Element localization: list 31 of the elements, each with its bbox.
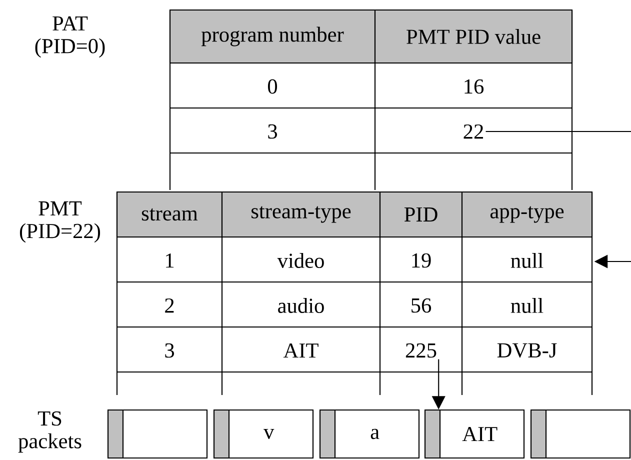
packet-box: AIT [424,409,525,459]
table-cell: AIT [283,343,318,358]
packet-box [107,409,208,459]
table-cell: DVB-J [497,343,557,358]
table-cell: 3 [268,124,277,139]
header-cell: program number [169,9,376,64]
table-cell: null [510,253,544,268]
table-cell: 2 [165,298,174,313]
table-cell: audio [278,298,324,313]
header-cell: PID [379,191,463,238]
table-heading: PMT (PID=22) [20,201,100,243]
header-cell: stream-type [221,191,381,238]
table-cell: 0 [268,79,278,94]
table-cell: 3 [165,343,174,358]
header-cell: PMT PID value [374,9,573,64]
table-cell: video [277,253,324,268]
table-cell: null [510,298,544,313]
table-cell: 225 [406,343,436,358]
table-cell: 22 [464,124,483,139]
table-heading: PAT (PID=0) [35,16,105,58]
packet-box: v [213,409,314,459]
row-label: TS packets [18,411,82,453]
table-cell: 1 [166,253,174,268]
packet-box [530,409,631,459]
packet-box: a [319,409,420,459]
arrow [486,130,631,268]
header-cell: app-type [461,191,593,238]
header-cell: stream [116,191,223,238]
table-cell: 19 [412,253,431,268]
table-cell: 56 [412,298,432,313]
table-cell: 16 [464,79,484,94]
